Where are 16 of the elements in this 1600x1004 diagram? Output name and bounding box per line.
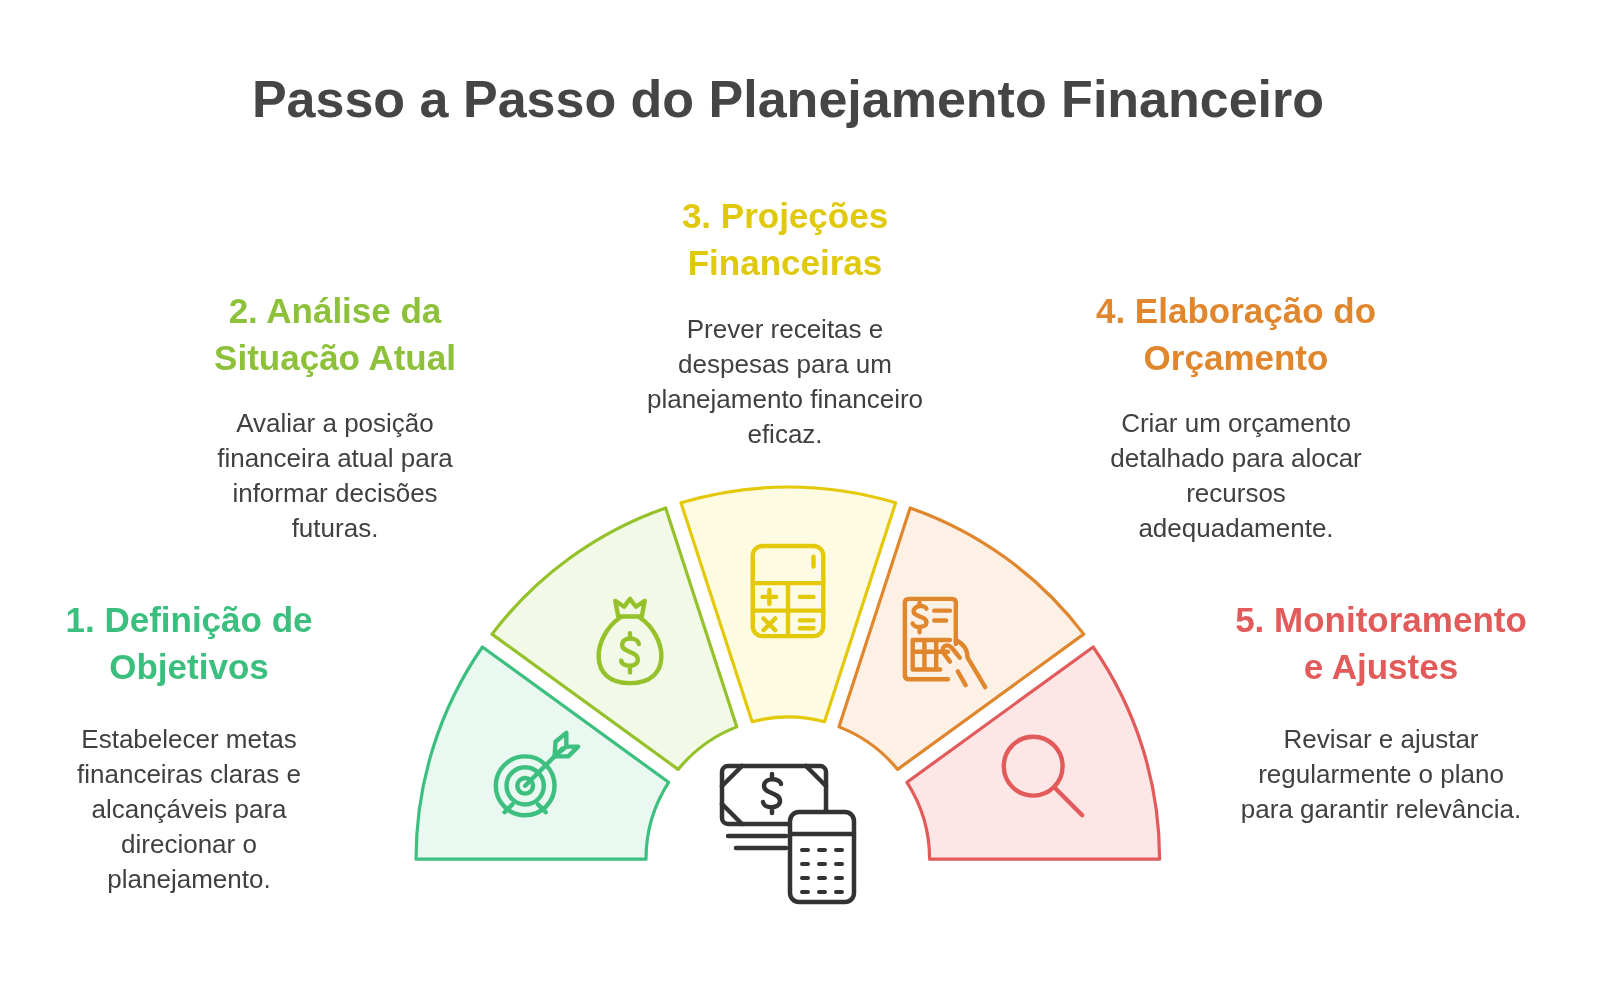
- step-heading: 3. Projeções Financeiras: [680, 195, 890, 284]
- step-description: Criar um orçamento detalhado para alocar recursos adequadamente.: [1109, 407, 1363, 545]
- fan-segment: [489, 505, 739, 772]
- step-heading: 2. Análise da Situação Atual: [213, 290, 457, 379]
- step-description: Estabelecer metas financeiras claras e alcançáveis para direcionar o planejamento.: [76, 723, 302, 896]
- fan-segment: [414, 644, 671, 861]
- step-description: Revisar e ajustar regularmente o plano para garantir relevância.: [1239, 723, 1523, 826]
- step-heading: 4. Elaboração do Orçamento: [1094, 290, 1378, 379]
- fan-segment: [905, 644, 1162, 861]
- step-heading: 1. Definição de Objetivos: [64, 599, 314, 688]
- step-description: Prever receitas e despesas para um planejamento financeiro eficaz.: [645, 313, 925, 451]
- fan-segment: [837, 505, 1087, 772]
- step-description: Avaliar a posição financeira atual para informar decisões futuras.: [216, 407, 454, 545]
- title: Passo a Passo do Planejamento Financeiro: [251, 69, 1325, 130]
- fan-segment: [678, 485, 898, 724]
- step-heading: 5. Monitoramento e Ajustes: [1234, 599, 1528, 688]
